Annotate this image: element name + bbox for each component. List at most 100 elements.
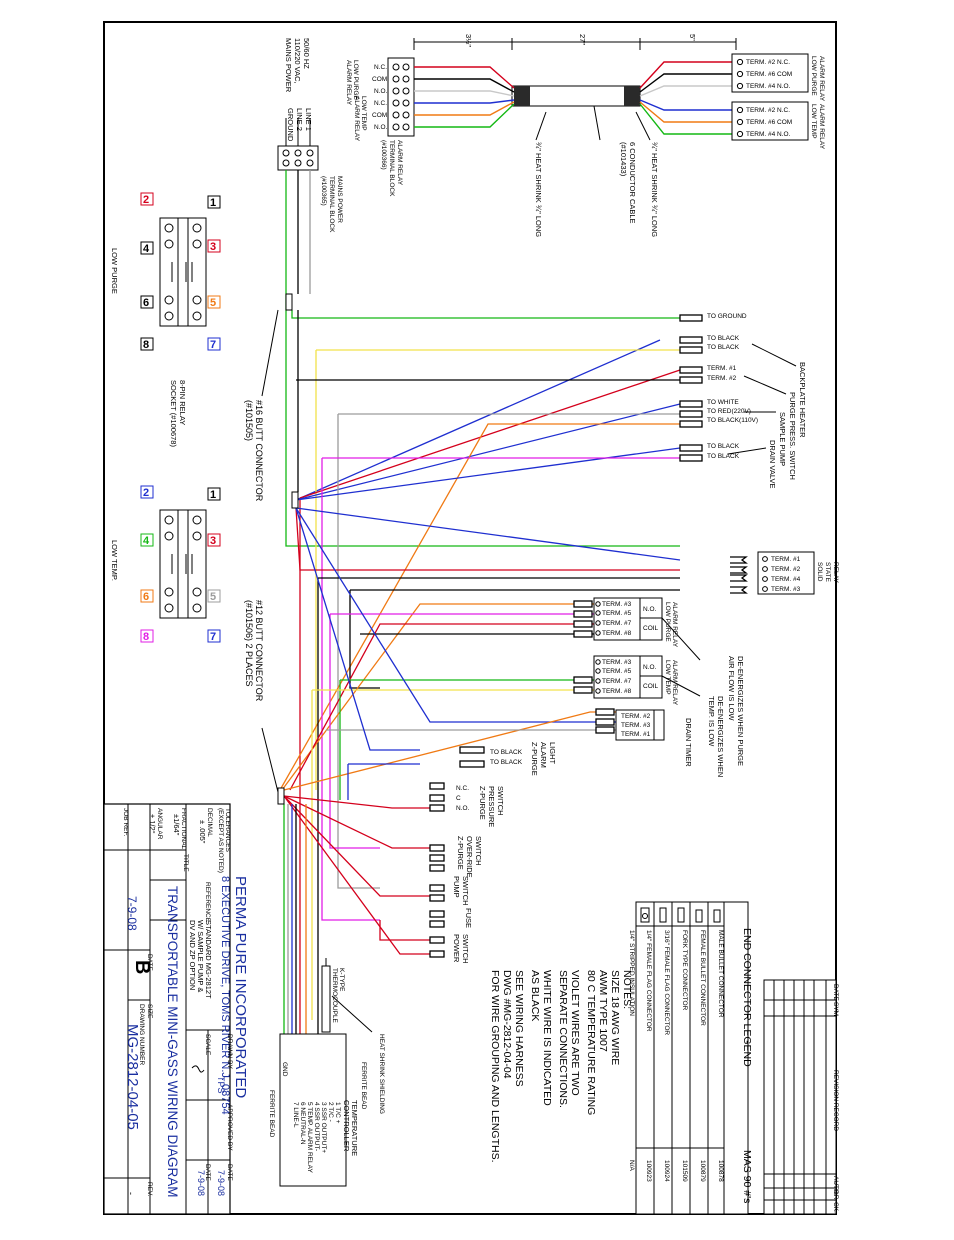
- svg-text:N.O.: N.O.: [643, 664, 657, 671]
- relay-socket-low-purge: [159, 217, 207, 327]
- svg-text:TERM. #7: TERM. #7: [602, 678, 632, 685]
- flag-connector: [429, 782, 445, 790]
- title-block: PERMA PURE INCORPORATED 8 EXECUTIVE DRIV…: [103, 803, 249, 1215]
- temp-pin-8: 8: [143, 631, 149, 643]
- svg-text:(#100365): (#100365): [320, 176, 327, 206]
- svg-text:AS BLACK: AS BLACK: [529, 970, 541, 1021]
- fork-connector: [730, 566, 748, 574]
- heat-shrink-left-label: ¾" HEAT SHRINK ¾" LONG: [534, 142, 543, 237]
- de-energize-callouts: DE-ENERGIZES WHEN PURGE AIR FLOW IS LOW …: [661, 617, 745, 777]
- wire-orange-12: [279, 423, 680, 791]
- svg-text:3 SSR OUTPUT+: 3 SSR OUTPUT+: [320, 1102, 327, 1153]
- svg-text:SEPARATE CONNECTIONS.: SEPARATE CONNECTIONS.: [557, 970, 569, 1108]
- svg-text:STATE: STATE: [824, 562, 831, 583]
- svg-text:N.O.: N.O.: [374, 124, 388, 131]
- low-temp-alarm-relay: TERM. #3 TERM. #5 TERM. #7 TERM. #8 N.O.…: [593, 655, 678, 706]
- svg-text:K-TYPE: K-TYPE: [338, 968, 345, 992]
- svg-text:DATE: DATE: [832, 984, 839, 1002]
- svg-text:TERMINAL BLOCK: TERMINAL BLOCK: [388, 140, 395, 197]
- svg-text:100924: 100924: [663, 1160, 670, 1182]
- solid-state-relay: TERM. #1 TERM. #2 TERM. #4 TERM. #3 SOLI…: [757, 551, 839, 595]
- flag-connector: [429, 844, 445, 852]
- svg-text:TERM. #7: TERM. #7: [602, 620, 632, 627]
- svg-text:7-9-08: 7-9-08: [125, 896, 139, 931]
- wire-red-17: [295, 507, 680, 571]
- svg-text:3½": 3½": [464, 34, 473, 47]
- svg-text:TO WHITE: TO WHITE: [707, 399, 739, 406]
- wire-blue-13: [295, 447, 681, 501]
- svg-text:100878: 100878: [717, 1160, 724, 1182]
- svg-text:DWG #MG-2812-04-04: DWG #MG-2812-04-04: [501, 970, 513, 1079]
- svg-text:TEMPERATURE: TEMPERATURE: [350, 1100, 359, 1156]
- bullet-connector: [679, 400, 703, 408]
- svg-text:(#101506) 2 PLACES: (#101506) 2 PLACES: [244, 600, 254, 687]
- svg-text:50/60 HZ: 50/60 HZ: [302, 38, 311, 69]
- temp-pin-7: 7: [210, 631, 216, 643]
- purge-alarm-terms-box: TERM. #2 N.C. TERM. #6 COM TERM. #4 N.O.…: [731, 53, 825, 102]
- svg-text:TO BLACK: TO BLACK: [707, 335, 740, 342]
- temp-pin-5: 5: [210, 591, 216, 603]
- svg-text:GND: GND: [281, 1062, 288, 1077]
- svg-text:TO BLACK: TO BLACK: [490, 749, 523, 756]
- fuse-power-switch: FUSE POWER SWITCH: [452, 908, 473, 964]
- svg-text:VIOLET WIRES ARE TWO: VIOLET WIRES ARE TWO: [569, 970, 581, 1096]
- svg-text:ALARM RELAY: ALARM RELAY: [818, 56, 825, 102]
- wire-violet-14: [321, 457, 680, 921]
- bullet-connector: [679, 336, 703, 344]
- svg-text:W/ SAMPLE PUMP &: W/ SAMPLE PUMP &: [196, 920, 205, 992]
- mains-terminal-block: [277, 118, 319, 171]
- notes: NOTES: SIZE 18 AWG WIRE AWM TYPE 1007 80…: [489, 970, 633, 1163]
- wire-green-3: [291, 310, 680, 319]
- low-purge-alarm-relay: TERM. #3 TERM. #5 TERM. #7 TERM. #8 N.O.…: [593, 597, 678, 648]
- svg-text:TO BLACK(110V): TO BLACK(110V): [707, 417, 758, 424]
- flag-connector: [573, 620, 593, 628]
- svg-text:HEAT SHRINK SHIELDING: HEAT SHRINK SHIELDING: [378, 1034, 385, 1114]
- svg-text:SOCKET (#100678): SOCKET (#100678): [169, 380, 178, 447]
- svg-text:#16 BUTT CONNECTOR: #16 BUTT CONNECTOR: [254, 400, 264, 502]
- svg-text:(#101505): (#101505): [244, 400, 254, 441]
- svg-text:TOLERANCES: TOLERANCES: [224, 808, 231, 853]
- svg-text:7-9-08: 7-9-08: [196, 1170, 206, 1196]
- svg-text:DE-ENERGIZES WHEN: DE-ENERGIZES WHEN: [716, 696, 725, 777]
- svg-text:WHITE WIRE IS INDICATED: WHITE WIRE IS INDICATED: [541, 970, 553, 1106]
- drawing-number: MG-2812-04-05: [124, 1024, 141, 1130]
- bullet-connector: [679, 314, 703, 322]
- flag-connector: [429, 864, 445, 872]
- svg-text:SAMPLE PUMP: SAMPLE PUMP: [778, 412, 787, 466]
- svg-text:REFERENCE: REFERENCE: [204, 882, 211, 923]
- thermocouple: K-TYPE THERMOCOUPLE HEAT SHRINK SHIELDIN…: [321, 958, 385, 1114]
- svg-text:COM: COM: [372, 112, 387, 119]
- sheet-border: [103, 21, 837, 1215]
- zpurge-alarm-light: TO BLACK TO BLACK Z-PURGE ALARM LIGHT: [490, 742, 557, 776]
- svg-text:3/16" FEMALE FLAG CONNECTOR: 3/16" FEMALE FLAG CONNECTOR: [663, 930, 670, 1035]
- alarm-block-label: ALARM RELAY TERMINAL BLOCK (#100366): [380, 140, 403, 197]
- svg-text:DRAWN BY: DRAWN BY: [226, 1034, 233, 1069]
- svg-text:LOW TEMP: LOW TEMP: [664, 660, 671, 695]
- svg-text:-: -: [126, 1192, 136, 1195]
- six-conductor-cable: 3½" 27" 5": [413, 34, 737, 141]
- svg-text:ALARM RELAY: ALARM RELAY: [345, 60, 352, 106]
- flag-connector: [429, 794, 445, 802]
- mains-power-text: MAINS POWER 110/220 VAC, 50/60 HZ: [284, 38, 311, 93]
- svg-text:SOLID: SOLID: [816, 562, 823, 582]
- line2-label: LINE 2: [295, 108, 304, 131]
- svg-text:PRESSURE: PRESSURE: [487, 786, 496, 827]
- svg-text:TERM. #3: TERM. #3: [621, 722, 651, 729]
- svg-text:SIZE: SIZE: [146, 1004, 153, 1019]
- svg-text:SWITCH: SWITCH: [461, 934, 470, 964]
- svg-text:TERM. #6 COM: TERM. #6 COM: [746, 119, 792, 126]
- relay-temp-pins: 1 2 3 4 5 6 7 8: [140, 485, 221, 643]
- purge-pin-6: 6: [143, 297, 149, 309]
- flag-connector: [429, 854, 445, 862]
- svg-text:MAS 90 #'s: MAS 90 #'s: [741, 1150, 753, 1203]
- temp-alarm-terms-box: TERM. #2 N.C. TERM. #6 COM TERM. #4 N.O.…: [731, 101, 825, 150]
- flag-connector: [429, 920, 445, 928]
- svg-text:TERM. #5: TERM. #5: [602, 668, 632, 675]
- flag-connector: [429, 894, 445, 902]
- butt-connector-12b: [277, 787, 285, 805]
- svg-text:80 C TEMPERATURE RATING: 80 C TEMPERATURE RATING: [585, 970, 597, 1115]
- flag-connector: [595, 726, 615, 734]
- svg-text:REVISION RECORD: REVISION RECORD: [832, 1070, 839, 1131]
- svg-text:MAINS POWER: MAINS POWER: [336, 176, 343, 223]
- wire-red-7: [299, 369, 681, 499]
